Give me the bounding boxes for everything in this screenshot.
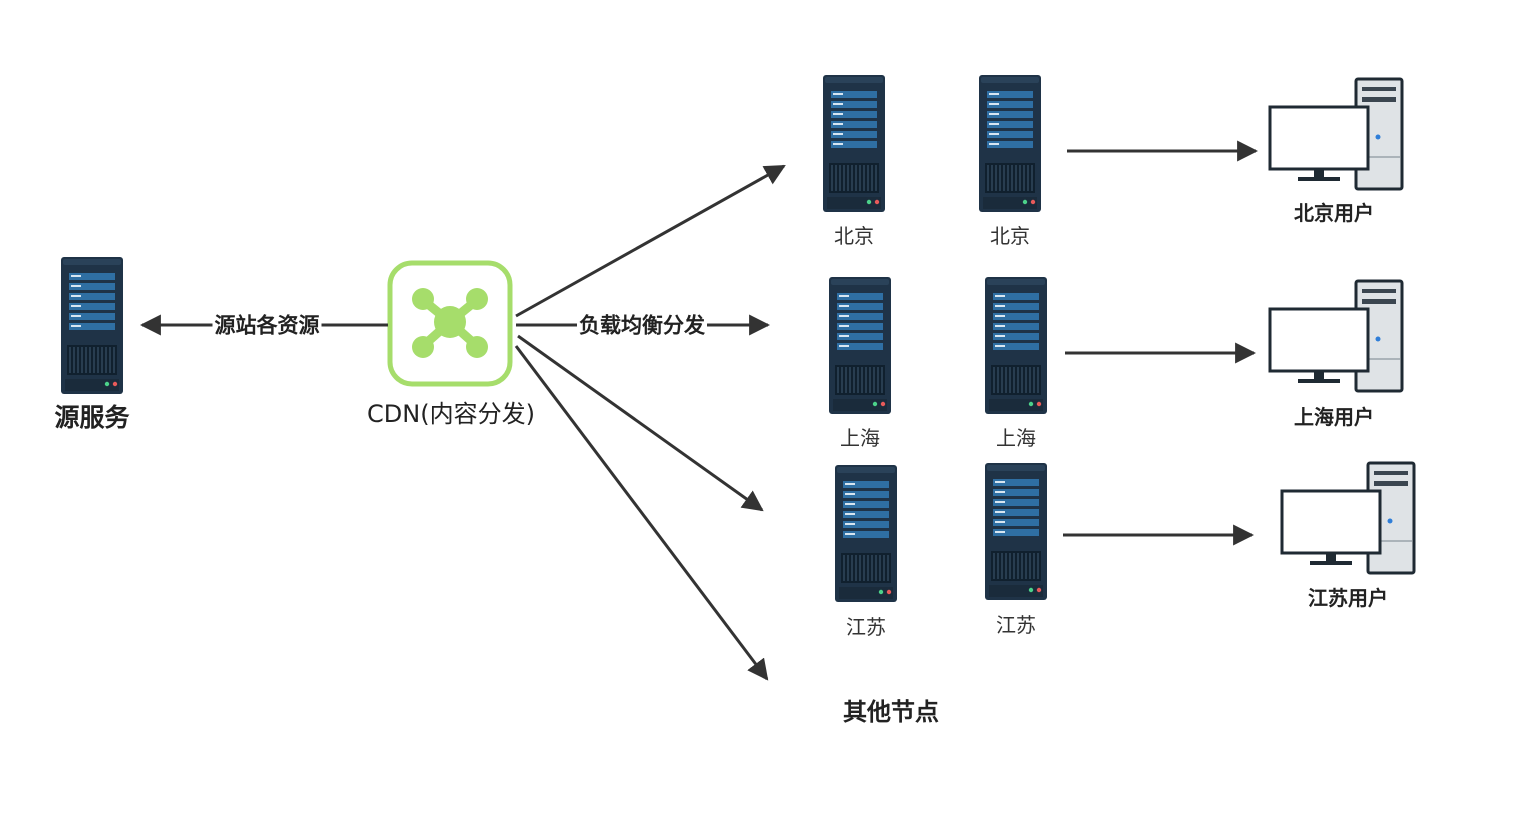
jiangsu-user-computer-icon: [1280, 461, 1416, 575]
origin-server-icon: [60, 256, 124, 395]
jiangsu-node-b-label: 江苏: [996, 613, 1036, 637]
origin-server-label: 源服务: [54, 403, 130, 432]
shanghai-node-b-label: 上海: [996, 426, 1036, 450]
origin-fetch-edge-label: 源站各资源: [212, 313, 322, 338]
shanghai-server-a-icon: [828, 276, 892, 415]
beijing-node-a-label: 北京: [834, 224, 874, 248]
beijing-server-b-icon: [978, 74, 1042, 213]
beijing-user-label: 北京用户: [1294, 201, 1374, 225]
arrow-to-other-nodes: [514, 345, 769, 681]
cdn-hub-icon: [387, 260, 513, 387]
shanghai-node-a-label: 上海: [840, 426, 880, 450]
shanghai-user-computer-icon: [1268, 279, 1404, 393]
load-balance-edge-label: 负载均衡分发: [577, 313, 707, 338]
jiangsu-user-label: 江苏用户: [1308, 586, 1388, 610]
jiangsu-node-a-label: 江苏: [846, 615, 886, 639]
beijing-node-b-label: 北京: [990, 224, 1030, 248]
shanghai-user-label: 上海用户: [1294, 405, 1374, 429]
cdn-label: CDN(内容分发): [367, 400, 535, 428]
jiangsu-server-a-icon: [834, 464, 898, 603]
other-nodes-label: 其他节点: [843, 698, 939, 726]
beijing-user-computer-icon: [1268, 77, 1404, 191]
jiangsu-server-b-icon: [984, 462, 1048, 601]
arrow-to-beijing: [515, 164, 786, 318]
arrow-to-jiangsu: [517, 334, 764, 512]
beijing-server-a-icon: [822, 74, 886, 213]
shanghai-server-b-icon: [984, 276, 1048, 415]
